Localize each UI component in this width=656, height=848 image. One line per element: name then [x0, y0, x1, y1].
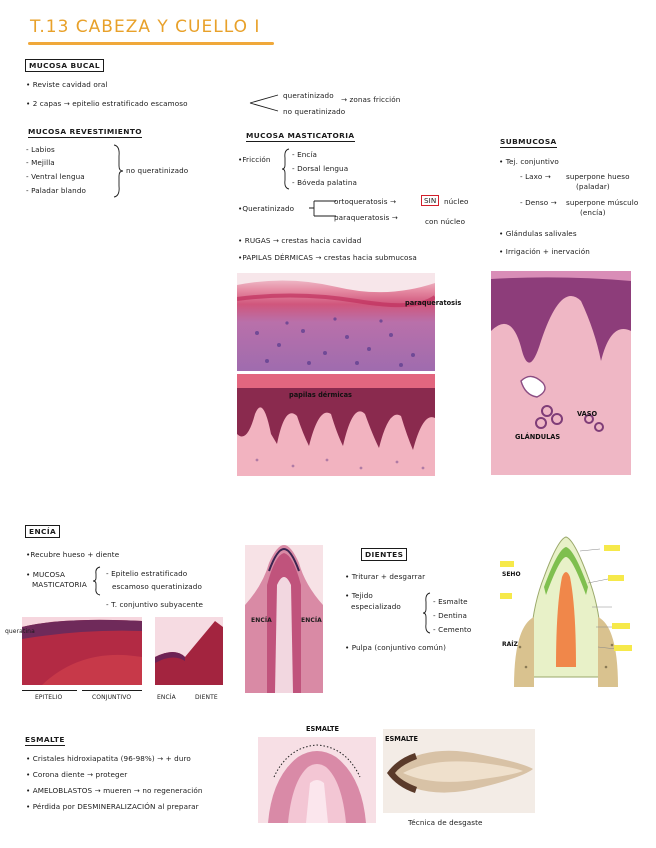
- epitelio-underline: [22, 690, 77, 691]
- glandulas-label: GLÁNDULAS: [515, 433, 561, 441]
- laxo-label: - Laxo →: [520, 172, 551, 181]
- denso-desc: (encía): [580, 208, 606, 217]
- dientes-heading: DIENTES: [361, 548, 408, 561]
- friccion-item: - Dorsal lengua: [292, 164, 349, 173]
- vaso-label: VASO: [577, 410, 598, 418]
- esmalte-bullet-1: • Cristales hidroxiapatita (96-98%) → + …: [26, 754, 191, 763]
- submucosa-micrograph: [491, 271, 631, 475]
- submucosa-heading: SUBMUCOSA: [500, 137, 557, 148]
- revestimiento-item: - Ventral lengua: [26, 172, 85, 181]
- tooth-diagram: [500, 527, 642, 697]
- mucosa-revestimiento-heading: MUCOSA REVESTIMIENTO: [28, 127, 142, 138]
- revestimiento-item: - Paladar blando: [26, 186, 86, 195]
- split-arrow: [249, 94, 279, 112]
- pulpa-bullet: • Pulpa (conjuntivo común): [345, 643, 446, 652]
- epitelio-label: EPITELIO: [35, 694, 63, 701]
- revestimiento-brace: [113, 144, 124, 198]
- encia-m1: - Epitelio estratificado: [106, 569, 188, 578]
- queratina-label: queratina: [5, 628, 35, 635]
- encia-small-label: ENCÍA: [157, 694, 176, 701]
- denso-desc: superpone músculo: [566, 198, 639, 207]
- papilas-label: papilas dérmicas: [289, 391, 352, 399]
- esmalte-label-1: ESMALTE: [306, 725, 340, 733]
- queratinizado-label: queratinizado: [283, 91, 334, 100]
- laxo-desc: superpone hueso: [566, 172, 630, 181]
- ortoqueratosis-label: ortoqueratosis →: [334, 197, 397, 206]
- esmalte-bullet-2: • Corona diente → proteger: [26, 770, 128, 779]
- con-nucleo-label: con núcleo: [425, 217, 466, 226]
- tejido-item: - Esmalte: [433, 597, 468, 606]
- papilas-bullet: •PAPILAS DÉRMICAS → crestas hacia submuc…: [238, 253, 417, 262]
- dientes-bullet-2a: • Tejido: [345, 591, 373, 600]
- papilas-micrograph: [237, 374, 435, 476]
- encia-heading: ENCÍA: [25, 525, 61, 538]
- title-underline: [28, 42, 274, 45]
- paraqueratosis-label: paraqueratosis: [405, 299, 462, 307]
- dientes-bullet-1: • Triturar + desgarrar: [345, 572, 426, 581]
- paraqueratosis-label: paraqueratosis →: [334, 213, 398, 222]
- page-title: T.13 CABEZA Y CUELLO I: [30, 17, 261, 37]
- encia-micrograph-2: [155, 617, 223, 685]
- esmalte-label-2: ESMALTE: [385, 735, 419, 743]
- conjuntivo-underline: [82, 690, 142, 691]
- dientes-brace: [422, 592, 431, 634]
- encia-micrograph-1: [22, 617, 142, 685]
- rugas-bullet: • RUGAS → crestas hacia cavidad: [238, 236, 362, 245]
- revestimiento-item: - Labios: [26, 145, 55, 154]
- irrigacion-bullet: • Irrigación + inervación: [499, 247, 590, 256]
- esmalte-micrograph-1: [258, 737, 376, 823]
- glandulas-bullet: • Glándulas salivales: [499, 229, 577, 238]
- nucleo-label: núcleo: [444, 197, 469, 206]
- queratinizado-split: [309, 200, 336, 217]
- encia-m2: escamoso queratinizado: [112, 582, 202, 591]
- mucosa-bucal-heading: MUCOSA BUCAL: [25, 59, 104, 72]
- encia-bullet-1: •Recubre hueso + diente: [26, 550, 120, 559]
- revestimiento-item: - Mejilla: [26, 158, 55, 167]
- dientes-bullet-2b: especializado: [351, 602, 401, 611]
- mucosa-masticatoria-heading: MUCOSA MASTICATORIA: [246, 131, 355, 142]
- encia-right-label: ENCÍA: [301, 617, 322, 624]
- mucosa-bucal-bullet-1: • Reviste cavidad oral: [26, 80, 108, 89]
- tej-conjuntivo-bullet: • Tej. conjuntivo: [499, 157, 559, 166]
- laxo-desc: (paladar): [576, 182, 610, 191]
- tooth-side-label-bottom: RAÍZ: [502, 641, 518, 648]
- esmalte-micrograph-2: [383, 729, 535, 813]
- denso-label: - Denso →: [520, 198, 557, 207]
- friccion-label: •Fricción: [238, 155, 271, 164]
- esmalte-bullet-4: • Pérdida por DESMINERALIZACIÓN al prepa…: [26, 802, 199, 811]
- encia-masticatoria: MASTICATORIA: [32, 580, 87, 589]
- esmalte-bullet-3: • AMELOBLASTOS → mueren → no regeneració…: [26, 786, 203, 795]
- paraqueratosis-micrograph: [237, 273, 435, 371]
- esmalte-heading: ESMALTE: [25, 735, 65, 746]
- tejido-item: - Dentina: [433, 611, 468, 620]
- friccion-brace: [281, 148, 290, 190]
- conjuntivo-label: CONJUNTIVO: [92, 694, 132, 701]
- encia-mucosa: • MUCOSA: [26, 570, 66, 579]
- encia-left-label: ENCÍA: [251, 617, 272, 624]
- friccion-item: - Bóveda palatina: [292, 178, 357, 187]
- no-queratinizado-label: no queratinizado: [283, 107, 346, 116]
- mucosa-bucal-bullet-2: • 2 capas → epitelio estratificado escam…: [26, 99, 188, 108]
- tooth-section-micrograph: [245, 545, 323, 693]
- revestimiento-result: no queratinizado: [126, 166, 189, 175]
- encia-brace: [92, 566, 101, 596]
- tooth-side-label-top: SEHO: [502, 571, 521, 578]
- diente-small-label: DIENTE: [195, 694, 218, 701]
- tecnica-desgaste-label: Técnica de desgaste: [408, 818, 483, 827]
- sin-highlight: SIN: [421, 195, 440, 206]
- queratinizado-bullet: •Queratinizado: [238, 204, 295, 213]
- encia-m3: - T. conjuntivo subyacente: [106, 600, 204, 609]
- tejido-item: - Cemento: [433, 625, 472, 634]
- friccion-item: - Encía: [292, 150, 318, 159]
- zonas-friccion-label: → zonas fricción: [341, 95, 401, 104]
